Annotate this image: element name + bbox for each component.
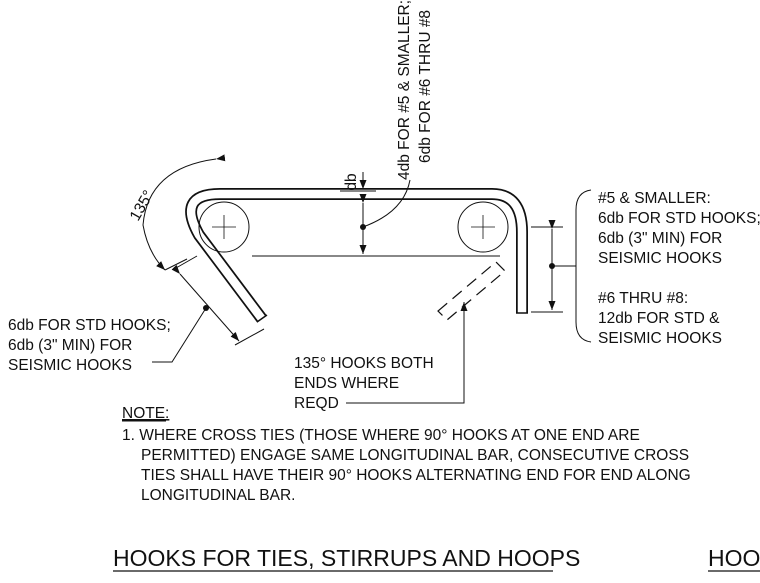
right-group2-line3: SEISMIC HOOKS: [598, 330, 722, 347]
angle-arc: [142, 154, 226, 271]
left-label-line2: 6db (3" MIN) FOR: [8, 337, 132, 354]
right-group1-line2: 6db FOR STD HOOKS;: [598, 210, 760, 227]
left-label-line3: SEISMIC HOOKS: [8, 357, 132, 374]
top-label-line1: 4db FOR #5 & SMALLER;: [396, 0, 413, 180]
note-line1: 1. WHERE CROSS TIES (THOSE WHERE 90° HOO…: [122, 427, 640, 444]
note-line2: PERMITTED) ENGAGE SAME LONGITUDINAL BAR,…: [141, 447, 689, 464]
bend-leader: [362, 179, 411, 228]
drawing-title: HOOKS FOR TIES, STIRRUPS AND HOOPS: [113, 545, 580, 571]
right-group1-line3: 6db (3" MIN) FOR: [598, 230, 722, 247]
right-group2-line2: 12db FOR STD &: [598, 310, 720, 327]
note-line3: TIES SHALL HAVE THEIR 90° HOOKS ALTERNAT…: [141, 467, 691, 484]
hook-end-cap-left: [256, 314, 268, 323]
hooks-note-line3: REQD: [294, 395, 339, 412]
next-drawing-title-cut: HOOK: [708, 545, 760, 571]
left-leader: [152, 307, 207, 363]
left-ext-line-bottom: [234, 328, 265, 346]
right-group2-line1: #6 THRU #8:: [598, 290, 688, 307]
right-group1-line1: #5 & SMALLER:: [598, 190, 711, 207]
hooks-note-line2: ENDS WHERE: [294, 375, 399, 392]
right-brace: [575, 189, 592, 343]
top-label-line2: 6db FOR #6 THRU #8: [417, 10, 434, 163]
note-line4: LONGITUDINAL BAR.: [141, 487, 295, 504]
hooks-note-line1: 135° HOOKS BOTH: [294, 355, 434, 372]
note-heading: NOTE:: [122, 405, 169, 422]
db-label: db: [343, 173, 360, 190]
right-group1-line4: SEISMIC HOOKS: [598, 250, 722, 267]
left-ext-line-top: [175, 255, 198, 269]
longitudinal-bar-right: [457, 201, 509, 253]
hooks-note-leader: [346, 302, 468, 404]
angle-ext-line: [164, 258, 188, 271]
left-dim-line: [171, 264, 240, 342]
left-label-line1: 6db FOR STD HOOKS;: [8, 317, 171, 334]
alternate-hook-dashed: [437, 261, 506, 321]
